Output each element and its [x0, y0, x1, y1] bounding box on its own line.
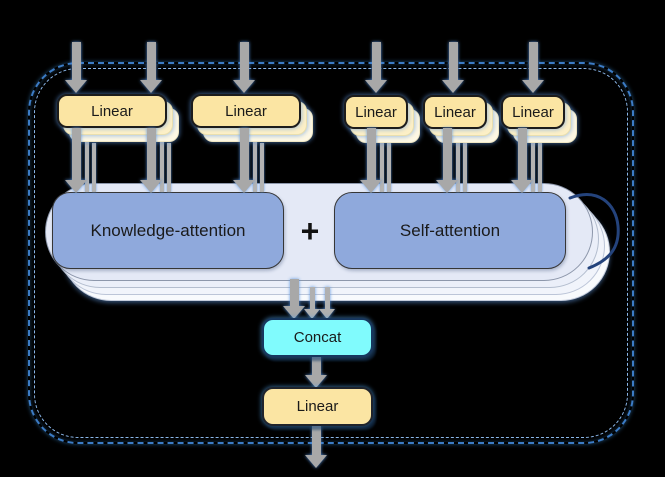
- arrow-shaft: [324, 287, 330, 309]
- head-projection-bar: [387, 143, 391, 192]
- projection-arrow-3: [233, 128, 255, 193]
- concat-box: Concat: [262, 318, 373, 357]
- arrow-head-icon: [233, 80, 255, 93]
- arrow-head-icon: [233, 180, 255, 193]
- linear-box-5: Linear: [501, 95, 565, 129]
- projection-arrow-1: [65, 128, 87, 193]
- arrow-head-icon: [305, 375, 327, 388]
- dashed-boundary: [28, 62, 634, 444]
- head-projection-bar: [167, 143, 171, 192]
- arrow-head-icon: [442, 80, 464, 93]
- arrow-head-icon: [305, 455, 327, 468]
- linear-label: Linear: [225, 102, 267, 120]
- linear-stack-2: Linear: [191, 94, 313, 142]
- projection-arrow-5: [436, 128, 458, 193]
- linear-label: Linear: [91, 102, 133, 120]
- head-projection-bar: [85, 136, 89, 192]
- self-attention-label: Self-attention: [399, 220, 501, 240]
- knowledge-attention-label: Knowledge-attention: [90, 220, 246, 240]
- linear-box-1: Linear: [57, 94, 167, 128]
- head-projection-bar: [456, 136, 460, 192]
- input-arrow-3: [233, 42, 255, 93]
- arrow-head-icon: [304, 309, 320, 319]
- repeat-loop-icon: [568, 193, 620, 270]
- linear-label: Linear: [355, 103, 397, 121]
- arrow-head-icon: [65, 180, 87, 193]
- arrow-shaft: [528, 42, 538, 80]
- head-projection-bar: [463, 143, 467, 192]
- arrow-shaft: [71, 128, 81, 180]
- arrow-shaft: [371, 42, 381, 80]
- arrow-head-icon: [511, 180, 533, 193]
- linear-box-3: Linear: [344, 95, 408, 129]
- projection-arrow-4: [360, 128, 382, 193]
- output-linear-box: Linear: [262, 387, 373, 426]
- arrow-head-icon: [319, 309, 335, 319]
- knowledge-attention-box: Knowledge-attention: [52, 192, 284, 269]
- arrow-shaft: [448, 42, 458, 80]
- projection-arrow-6: [511, 128, 533, 193]
- head-projection-bar: [160, 136, 164, 192]
- head-projection-bar: [260, 143, 264, 192]
- arrow-shaft: [309, 287, 315, 309]
- linear-box-4: Linear: [423, 95, 487, 129]
- arrow-shaft: [239, 128, 249, 180]
- arrow-head-icon: [65, 80, 87, 93]
- head-projection-bar: [380, 136, 384, 192]
- projection-arrow-2: [140, 128, 162, 193]
- arrow-shaft: [311, 357, 321, 375]
- output-linear-label: Linear: [296, 398, 339, 415]
- arrow-head-icon: [436, 180, 458, 193]
- linear-stack-1: Linear: [57, 94, 179, 142]
- arrow-shaft: [71, 42, 81, 80]
- linear-label: Linear: [434, 103, 476, 121]
- head-projection-bar: [531, 136, 535, 192]
- head-output-arrow-1: [283, 279, 305, 319]
- arrow-head-icon: [283, 306, 305, 319]
- self-attention-box: Self-attention: [334, 192, 566, 269]
- plus-operator: +: [300, 213, 320, 249]
- input-arrow-5: [442, 42, 464, 93]
- linear-stack-3: Linear: [344, 95, 420, 143]
- linear-box-2: Linear: [191, 94, 301, 128]
- head-projection-bar: [92, 143, 96, 192]
- concat-to-linear-arrow: [305, 357, 327, 388]
- head-projection-bar: [538, 143, 542, 192]
- input-arrow-4: [365, 42, 387, 93]
- linear-label: Linear: [512, 103, 554, 121]
- head-output-arrow-3: [319, 287, 335, 319]
- input-arrow-6: [522, 42, 544, 93]
- arrow-shaft: [146, 128, 156, 180]
- arrow-shaft: [311, 426, 321, 455]
- arrow-head-icon: [365, 80, 387, 93]
- linear-stack-4: Linear: [423, 95, 499, 143]
- arrow-shaft: [239, 42, 249, 80]
- arrow-shaft: [289, 279, 299, 306]
- output-arrow: [305, 426, 327, 468]
- arrow-shaft: [366, 128, 376, 180]
- arrow-head-icon: [140, 180, 162, 193]
- input-arrow-2: [140, 42, 162, 93]
- arrow-shaft: [442, 128, 452, 180]
- arrow-shaft: [146, 42, 156, 80]
- head-projection-bar: [253, 136, 257, 192]
- linear-stack-5: Linear: [501, 95, 577, 143]
- dashed-boundary-inner: [34, 68, 628, 438]
- arrow-head-icon: [140, 80, 162, 93]
- arrow-head-icon: [360, 180, 382, 193]
- arrow-head-icon: [522, 80, 544, 93]
- head-output-arrow-2: [304, 287, 320, 319]
- arrow-shaft: [517, 128, 527, 180]
- input-arrow-1: [65, 42, 87, 93]
- concat-label: Concat: [293, 329, 342, 346]
